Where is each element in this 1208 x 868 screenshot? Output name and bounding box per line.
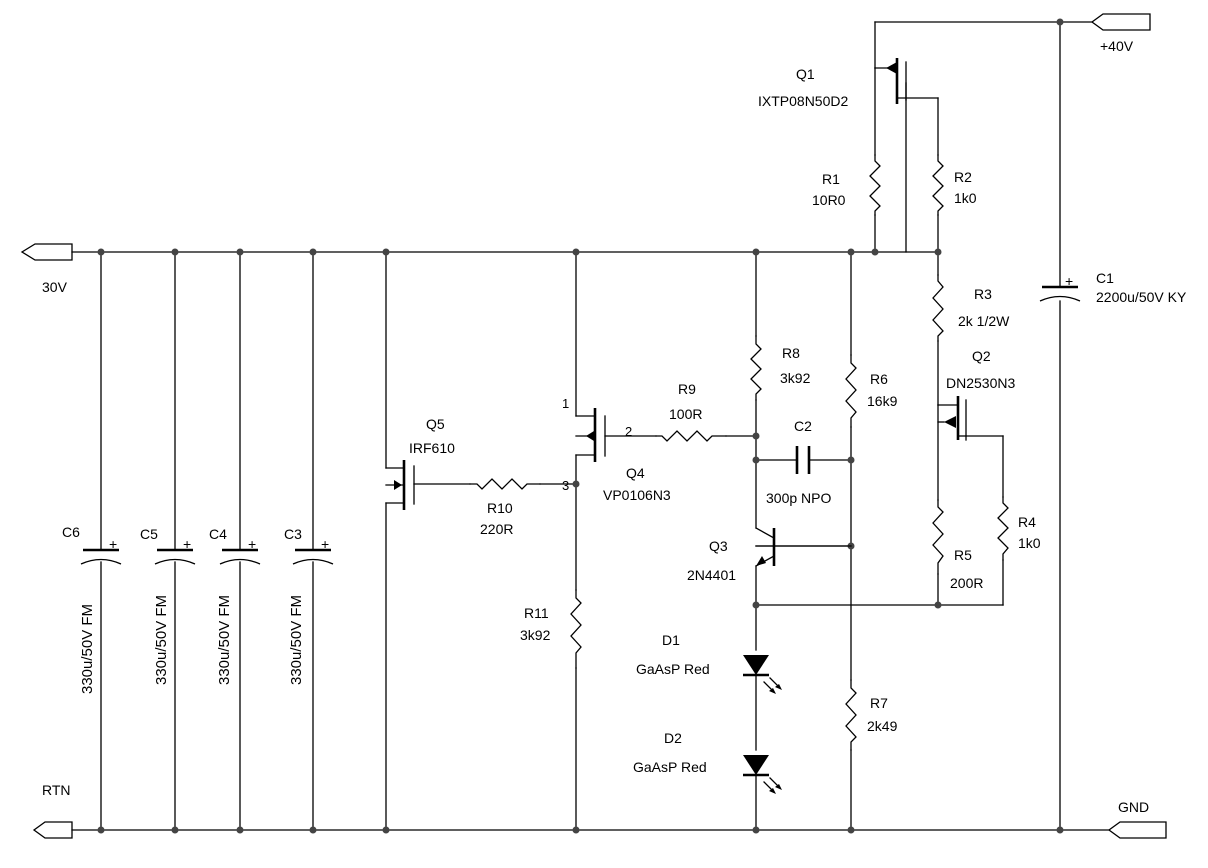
c1-ref: C1: [1096, 270, 1114, 286]
port-rtn-label: RTN: [42, 782, 71, 798]
mosfet-q5: Q5 IRF610: [385, 416, 455, 510]
q2-value: DN2530N3: [946, 375, 1015, 391]
r9-value: 100R: [669, 406, 702, 422]
mosfet-q4: 1 2 3 Q4 VP0106N3: [562, 396, 671, 503]
d2-ref: D2: [664, 730, 682, 746]
port-30v: 30V: [20, 243, 73, 295]
r10-value: 220R: [480, 521, 513, 537]
c3-value: 330u/50V FM: [288, 595, 305, 685]
port-30v-label: 30V: [42, 279, 68, 295]
q4-value: VP0106N3: [603, 487, 671, 503]
r5-value: 200R: [950, 575, 983, 591]
r11-ref: R11: [524, 605, 549, 621]
r8-value: 3k92: [780, 370, 811, 386]
port-rtn: RTN: [32, 782, 73, 839]
r2-ref: R2: [954, 169, 972, 185]
r1-ref: R1: [822, 171, 840, 187]
wires: [71, 21, 1110, 831]
port-gnd-label: GND: [1118, 799, 1149, 815]
c4-ref: C4: [209, 526, 227, 542]
c2-ref: C2: [794, 418, 812, 434]
q5-ref: Q5: [426, 416, 445, 432]
q1-value: IXTP08N50D2: [758, 93, 848, 109]
q2-ref: Q2: [972, 348, 991, 364]
r8-ref: R8: [782, 345, 800, 361]
led-d1: D1 GaAsP Red: [636, 632, 782, 694]
r5-ref: R5: [954, 547, 972, 563]
resistor-r11: R11 3k92: [520, 589, 582, 669]
c6-ref: C6: [62, 524, 80, 540]
c3-ref: C3: [284, 526, 302, 542]
capacitor-c4: + C4 330u/50V FM: [209, 526, 261, 685]
r3-ref: R3: [974, 286, 992, 302]
mosfet-q1: Q1 IXTP08N50D2: [758, 58, 907, 109]
q3-ref: Q3: [709, 538, 728, 554]
bjt-q3: Q3 2N4401: [687, 527, 852, 583]
svg-text:+: +: [109, 536, 117, 552]
resistor-r6: R6 16k9: [845, 354, 898, 428]
r9-ref: R9: [678, 381, 696, 397]
resistor-r2: R2 1k0: [932, 154, 977, 216]
c5-ref: C5: [140, 526, 158, 542]
port-plus40v: +40V: [1090, 13, 1151, 54]
r6-value: 16k9: [867, 393, 898, 409]
resistor-r7: R7 2k49: [845, 679, 898, 751]
c6-value: 330u/50V FM: [79, 604, 96, 694]
c4-value: 330u/50V FM: [216, 595, 233, 685]
r6-ref: R6: [870, 371, 888, 387]
svg-text:+: +: [248, 536, 256, 552]
r7-value: 2k49: [867, 718, 898, 734]
port-gnd: GND: [1107, 799, 1167, 839]
r4-value: 1k0: [1018, 535, 1041, 551]
port-plus40v-label: +40V: [1100, 38, 1134, 54]
d1-value: GaAsP Red: [636, 661, 710, 677]
r2-value: 1k0: [954, 190, 977, 206]
d2-value: GaAsP Red: [633, 759, 707, 775]
svg-text:+: +: [321, 536, 329, 552]
resistor-r5: R5 200R: [932, 499, 983, 591]
resistor-r8: R8 3k92: [750, 335, 811, 401]
q5-value: IRF610: [409, 440, 455, 456]
c2-value: 300p NPO: [766, 490, 831, 506]
capacitor-c1: + C1 2200u/50V KY: [1039, 270, 1187, 305]
mosfet-q2: Q2 DN2530N3: [937, 348, 1015, 441]
svg-text:+: +: [183, 536, 191, 552]
r10-ref: R10: [487, 500, 513, 516]
capacitor-c5: + C5 330u/50V FM: [140, 526, 196, 685]
q4-ref: Q4: [626, 465, 645, 481]
resistor-r10: R10 220R: [469, 478, 541, 537]
r4-ref: R4: [1018, 514, 1036, 530]
q1-ref: Q1: [796, 66, 815, 82]
junction-dots: [97, 18, 1064, 834]
capacitor-c6: + C6 330u/50V FM: [62, 524, 122, 694]
q3-value: 2N4401: [687, 567, 736, 583]
resistor-r4: R4 1k0: [997, 496, 1041, 561]
capacitor-c2: C2 300p NPO: [766, 418, 831, 506]
r11-value: 3k92: [520, 627, 551, 643]
d1-ref: D1: [662, 632, 680, 648]
c5-value: 330u/50V FM: [153, 595, 170, 685]
c1-value: 2200u/50V KY: [1096, 289, 1187, 305]
resistor-r1: R1 10R0: [812, 154, 881, 216]
led-d2: D2 GaAsP Red: [633, 730, 782, 794]
svg-text:+: +: [1065, 273, 1073, 289]
q4-pin2: 2: [625, 424, 632, 439]
r1-value: 10R0: [812, 192, 846, 208]
capacitor-c3: + C3 330u/50V FM: [284, 526, 334, 685]
q4-pin1: 1: [562, 396, 569, 411]
q4-pin3: 3: [562, 478, 569, 493]
r3-value: 2k 1/2W: [958, 313, 1010, 329]
resistor-r3: R3 2k 1/2W: [932, 274, 1010, 342]
resistor-r9: R9 100R: [655, 381, 727, 442]
r7-ref: R7: [870, 695, 888, 711]
